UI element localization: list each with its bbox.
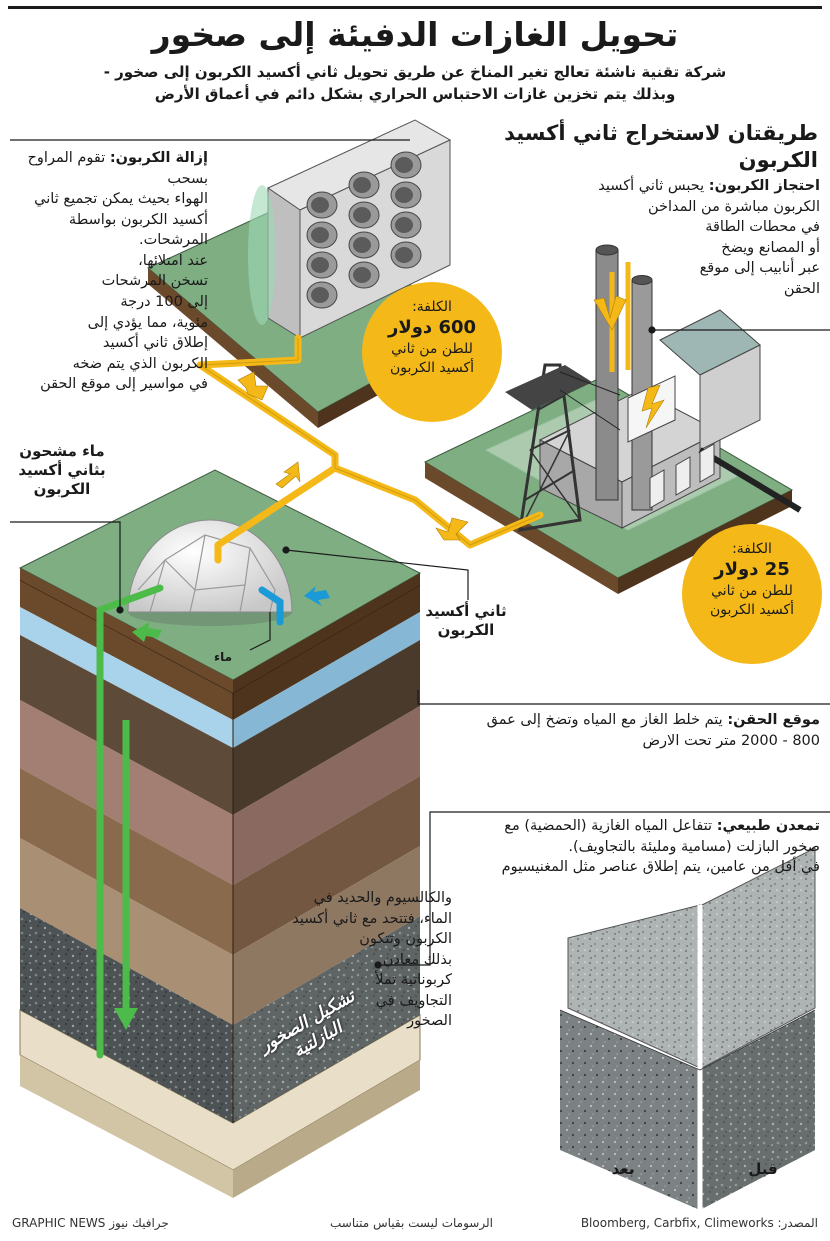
injection-site-callout: موقع الحقن: يتم خلط الغاز مع المياه وتضخ… <box>486 712 820 749</box>
mineralization-callout-continued: والكالسيوم والحديد في الماء، فتتحد مع ثا… <box>292 890 452 1030</box>
cost-badge-capture: الكلفة: 25 دولار للطن من ثاني أكسيد الكر… <box>682 524 822 664</box>
leader-lines <box>10 139 830 969</box>
co2-arrow-1 <box>237 371 269 401</box>
co2-label: ثاني أكسيد الكربون <box>425 602 507 639</box>
cost-unit-line: للطن من ثاني <box>711 583 793 600</box>
carbon-capture-heading: احتجاز الكربون: <box>708 178 820 194</box>
fan-opening <box>353 237 371 253</box>
water-inflow-arrow <box>304 586 330 606</box>
cost-label: الكلفة: <box>412 299 452 315</box>
carbon-removal-line: أكسيد الكربون بواسطة <box>68 211 208 228</box>
cost-badge-removal: الكلفة: 600 دولار للطن من ثاني أكسيد الك… <box>362 282 502 422</box>
fan-opening <box>353 207 371 223</box>
co2-arrow-2 <box>275 461 301 489</box>
cost-unit-line: أكسيد الكربون <box>389 359 475 376</box>
page-title: تحويل الغازات الدفيئة إلى صخور <box>151 15 679 54</box>
fan-opening <box>311 227 329 243</box>
fan-grid <box>306 151 422 309</box>
injection-block <box>18 469 422 1198</box>
charged-water-label: ماء مشحون بثاني أكسيد الكربون <box>18 442 106 498</box>
carbon-removal-line: الكربون الذي يتم ضخه <box>72 355 208 372</box>
fan-opening <box>311 257 329 273</box>
co2-arrow-3 <box>435 517 469 541</box>
mineralization-callout: تمعدن طبيعي: تتفاعل المياه الغازية (الحم… <box>501 818 820 876</box>
before-label: قبل <box>748 1160 778 1178</box>
carbon-capture-line-first: احتجاز الكربون: يحبس ثاني أكسيد <box>598 178 820 194</box>
carbon-capture-callout: احتجاز الكربون: يحبس ثاني أكسيد الكربون … <box>560 176 820 299</box>
carbon-removal-line: إطلاق ثاني أكسيد <box>102 335 208 352</box>
cost-unit-line: للطن من ثاني <box>391 341 473 358</box>
fan-opening <box>395 247 413 263</box>
carbon-capture-line: عبر أنابيب إلى موقع <box>699 260 820 277</box>
after-label: بعد <box>611 1160 635 1178</box>
carbon-removal-line: إلى 100 درجة <box>120 294 208 311</box>
footer-brand: GRAPHIC NEWS جرافيك نيوز <box>12 1216 169 1230</box>
carbon-capture-line: أو المصانع ويضخ <box>721 239 820 256</box>
power-plant-plot <box>423 244 802 594</box>
carbon-capture-line: في محطات الطاقة <box>705 219 820 236</box>
cost-amount: 600 دولار <box>387 317 477 339</box>
fan-opening <box>395 217 413 233</box>
fan-opening <box>311 197 329 213</box>
fan-opening <box>353 267 371 283</box>
carbon-removal-line-first: إزالة الكربون: تقوم المراوح بسحب <box>27 150 208 187</box>
footer-source: المصدر: Bloomberg, Carbfix, Climeworks <box>580 1216 818 1230</box>
carbon-capture-line: الحقن <box>783 280 820 297</box>
carbon-removal-callout: إزالة الكربون: تقوم المراوح بسحب الهواء … <box>8 148 208 395</box>
fan-opening <box>353 177 371 193</box>
cost-unit-line: أكسيد الكربون <box>709 601 795 618</box>
carbon-removal-heading: إزالة الكربون: <box>109 150 208 166</box>
carbon-removal-line: تسخن المرشحات <box>101 273 208 290</box>
water-label: ماء <box>213 650 233 664</box>
mineralization-heading: تمعدن طبيعي: <box>716 818 820 834</box>
carbon-removal-line: الهواء بحيث يمكن تجميع ثاني <box>34 191 208 208</box>
carbon-removal-line: في مواسير إلى موقع الحقن <box>40 376 208 393</box>
page-subtitle: شركة تقنية ناشئة تعالج تغير المناخ عن طر… <box>40 62 790 106</box>
fan-opening <box>395 157 413 173</box>
subtitle-line-2: وبذلك يتم تخزين غازات الاحتباس الحراري ب… <box>154 84 676 103</box>
cost-amount: 25 دولار <box>714 559 790 581</box>
basalt-before-cube <box>560 847 816 1210</box>
carbon-capture-line: الكربون مباشرة من المداخن <box>647 198 820 215</box>
carbon-removal-line: مئوية، مما يؤدي إلى <box>87 314 208 331</box>
carbon-removal-line: المرشحات. <box>138 232 208 249</box>
carbon-removal-line: عند امتلائها، <box>138 252 208 269</box>
section-title: طريقتان لاستخراج ثاني أكسيد الكربون <box>504 121 818 173</box>
footer-note: الرسومات ليست بقياس متناسب <box>330 1216 493 1230</box>
cost-label: الكلفة: <box>732 541 772 557</box>
top-rule <box>8 6 822 9</box>
fan-opening <box>395 187 413 203</box>
capture-flow-arrow <box>593 295 627 331</box>
fan-opening <box>311 287 329 303</box>
injection-site-heading: موقع الحقن: <box>727 712 820 728</box>
subtitle-line-1: شركة تقنية ناشئة تعالج تغير المناخ عن طر… <box>103 63 727 81</box>
charged-water-arrow <box>132 622 162 642</box>
